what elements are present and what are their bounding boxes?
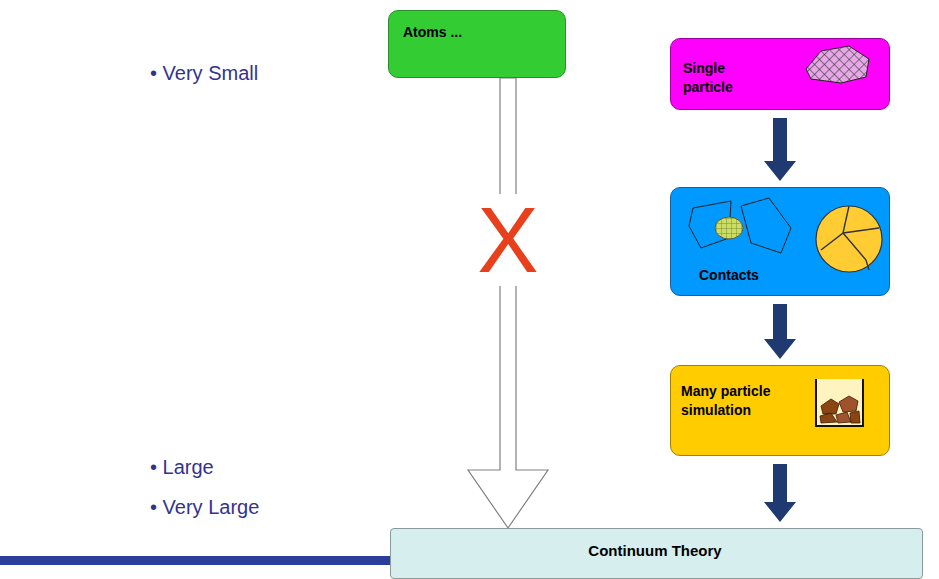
node-label: Contacts [699,266,799,285]
process-box: Many particle simulation [670,365,890,456]
cross-mark: X [475,194,540,286]
node-label: Atoms ... [403,23,553,42]
node-label: Many particle simulation [681,382,773,420]
process-box: Contacts [670,187,890,296]
scale-label: • Large [150,456,214,479]
block-arrow [764,118,796,181]
node-label: Continuum Theory [391,541,919,561]
hollow-arrow [468,78,548,528]
block-arrow [764,464,796,522]
process-box: Atoms ... [388,10,566,78]
continuum-box: Continuum Theory [390,528,923,579]
process-box: Single particle [670,38,890,110]
footer-bar [0,556,400,565]
node-label: Single particle [683,59,755,97]
scale-label: • Very Large [150,496,259,519]
block-arrow [764,304,796,359]
scale-label: • Very Small [150,62,258,85]
